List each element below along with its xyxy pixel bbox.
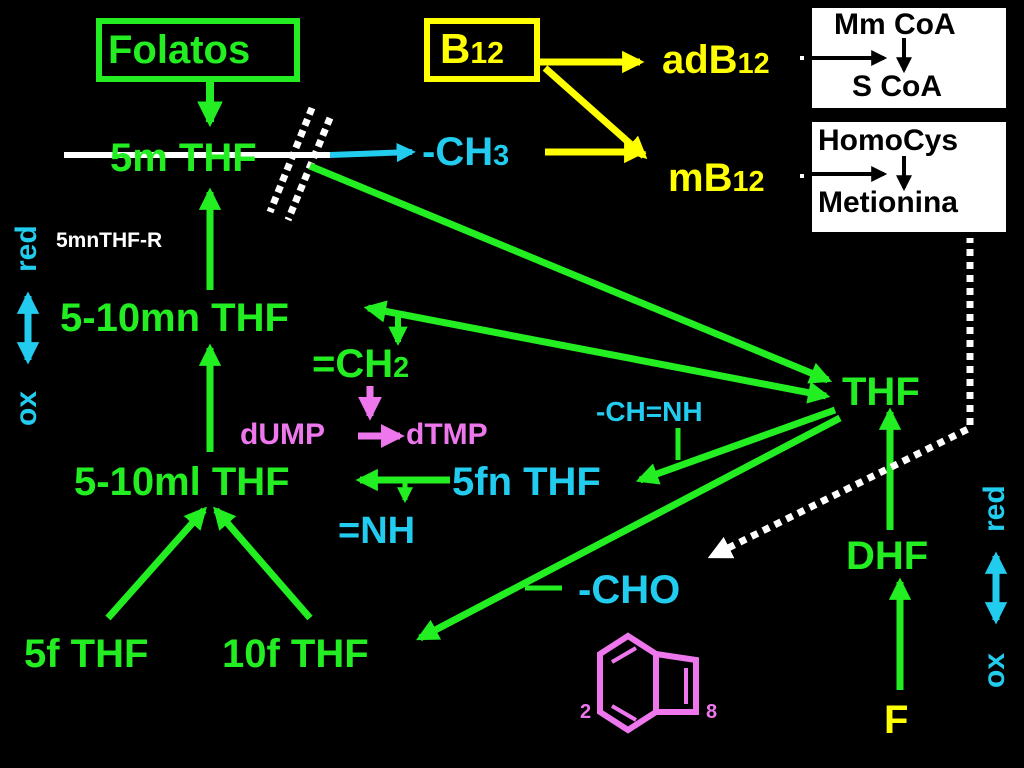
node-nh: =NH: [338, 510, 416, 552]
ch3-sub: 3: [493, 140, 510, 172]
arrow-10f-to-510ml: [213, 506, 313, 621]
dotted-path-box-to-cho: [707, 236, 974, 560]
node-5-10mn-thf: 5-10mn THF: [60, 296, 289, 340]
arrow-thf-510mn: [363, 300, 831, 404]
arrow-thf-to-10f: [416, 414, 842, 642]
arrow-b12-to-mb12: [542, 65, 648, 159]
arrow-5f-to-510ml: [105, 506, 207, 621]
ch3-main: -CH: [422, 130, 494, 174]
box-mmcoa-label: Mm CoA: [834, 8, 956, 41]
b12-main: B: [440, 25, 471, 72]
box-metionina-label: Metionina: [818, 186, 958, 219]
node-folatos: Folatos: [108, 28, 251, 72]
node-dtmp: dTMP: [406, 418, 488, 451]
block-hatch: [266, 106, 334, 222]
node-thf: THF: [842, 370, 920, 414]
redox-right-ox: ox: [978, 652, 1011, 688]
node-dhf: DHF: [846, 534, 929, 578]
box-homocys-label: HomoCys: [818, 124, 959, 157]
node-dump: dUMP: [240, 418, 325, 451]
redox-right-red: red: [978, 485, 1011, 532]
node-mb12: mB12: [668, 158, 764, 198]
redox-left-red: red: [10, 225, 43, 272]
node-5f-thf: 5f THF: [24, 632, 149, 676]
redox-left-ox: ox: [10, 390, 43, 426]
arrow-thf-to-5fn: [635, 406, 837, 485]
node-adb12: adB12: [662, 40, 770, 80]
node-f: F: [884, 698, 909, 742]
pteridine-ring-icon: [597, 632, 699, 734]
folatos-box: [96, 18, 300, 82]
pteridine-pos-2: 2: [580, 701, 592, 723]
node-b12: B12: [440, 28, 504, 70]
node-5fn-thf: 5fn THF: [452, 460, 601, 504]
node-5-10ml-thf: 5-10ml THF: [74, 460, 290, 504]
ch2-sub: 2: [393, 352, 410, 384]
b12-box: [424, 18, 540, 82]
enzyme-5mnthf-r: 5mnTHF-R: [56, 229, 163, 252]
b12-sub: 12: [470, 37, 504, 70]
node-ch-nh: -CH=NH: [596, 396, 703, 427]
arrow-5m-to-ch3: [329, 142, 416, 163]
ch2-main: =CH: [312, 342, 394, 386]
mb12-sub: 12: [732, 166, 765, 198]
node-cho: -CHO: [578, 568, 681, 612]
box-scoa-label: S CoA: [852, 70, 942, 103]
pteridine-pos-8: 8: [706, 701, 718, 723]
adb12-sub: 12: [737, 48, 770, 80]
mb12-main: mB: [668, 156, 733, 200]
node-ch2: =CH2: [312, 344, 409, 384]
adb12-main: adB: [662, 38, 738, 82]
node-10f-thf: 10f THF: [222, 632, 369, 676]
node-ch3: -CH3: [422, 132, 509, 172]
node-5m-thf: 5m THF: [110, 136, 257, 180]
